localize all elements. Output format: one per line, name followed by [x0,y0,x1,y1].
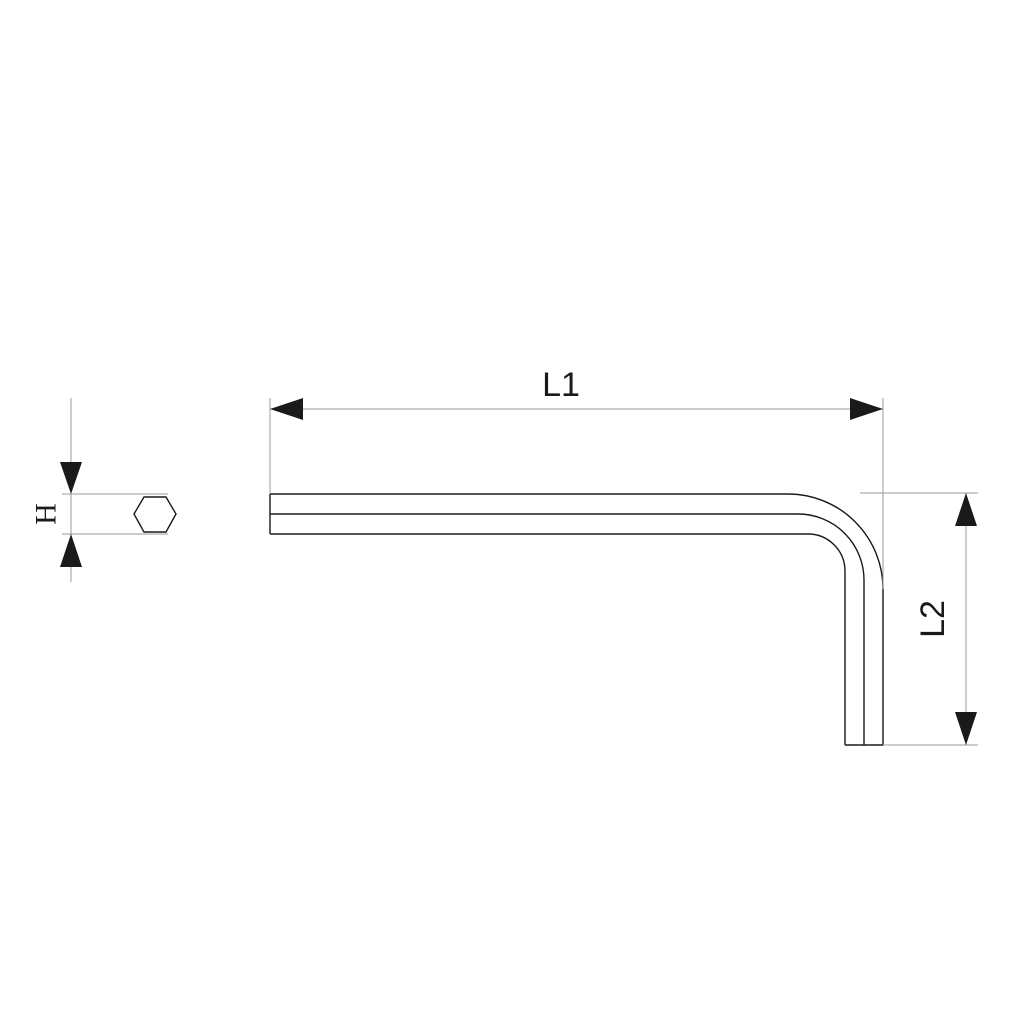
h-arrow-bottom [60,534,82,567]
hexagon-profile [133,496,177,533]
l1-arrow-left [270,398,303,420]
l1-arrow-right [850,398,883,420]
hex-key-outer-edge [270,493,884,745]
l1-dimension: L1 [269,366,884,589]
l1-dimension-label: L1 [542,366,580,404]
hex-key-inner-edge [270,533,846,745]
l2-arrow-top [955,493,977,526]
h-arrow-top [60,462,82,494]
hex-key-center-edge [270,513,865,745]
l2-arrow-bottom [955,712,977,745]
l2-dimension-label: L2 [914,600,952,638]
hex-key-side-view [269,493,884,746]
l2-dimension: L2 [860,492,978,746]
h-dimension-label: H [30,503,63,525]
cross-section-view: H [30,398,177,582]
